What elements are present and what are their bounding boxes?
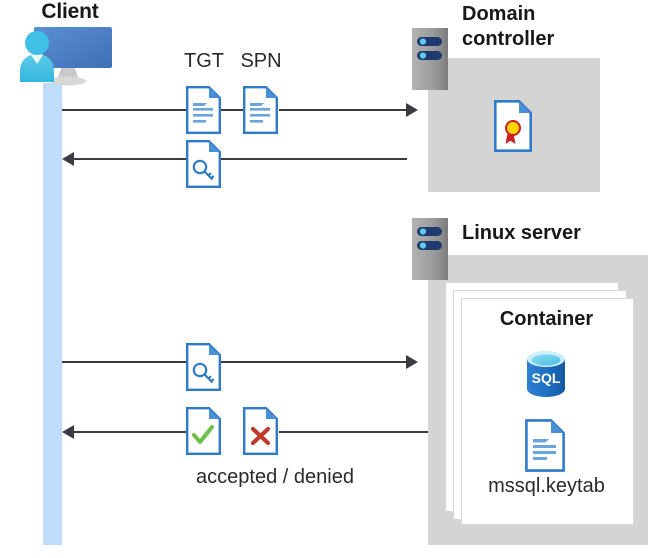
document-keytab-icon	[525, 419, 565, 477]
arrow-line-present-left	[62, 361, 186, 363]
client-label: Client	[41, 0, 99, 23]
arrowhead-present-right	[406, 355, 418, 369]
document-cross-icon	[243, 407, 278, 460]
domain-controller-title-line1: Domain	[462, 3, 536, 25]
linux-server-title: Linux server	[462, 222, 581, 244]
svg-text:SQL: SQL	[532, 370, 561, 386]
server-rack-icon-linux	[412, 218, 448, 285]
arrowhead-request-right	[406, 103, 418, 117]
container-card-front	[461, 298, 634, 525]
arrow-line-response-right	[221, 158, 407, 160]
document-key-icon-present	[186, 343, 221, 396]
document-check-icon	[186, 407, 221, 460]
document-key-icon-response	[186, 140, 221, 193]
tgt-label: TGT	[184, 50, 224, 72]
server-rack-icon-dc	[412, 28, 448, 95]
arrow-line-present-right	[221, 361, 407, 363]
arrow-line-request-mid	[221, 109, 243, 111]
container-title: Container	[499, 308, 594, 330]
document-spn-icon	[243, 86, 278, 139]
arrowhead-response-left	[62, 152, 74, 166]
arrow-line-result-left	[73, 431, 186, 433]
client-workstation-icon	[8, 22, 118, 90]
domain-controller-title: Domain controller	[462, 2, 652, 52]
arrowhead-result-left	[62, 425, 74, 439]
accepted-denied-caption: accepted / denied	[196, 466, 354, 488]
client-lifeline	[43, 83, 62, 545]
arrow-line-response-left	[73, 158, 186, 160]
keytab-filename-label: mssql.keytab	[488, 475, 605, 497]
certificate-icon	[494, 100, 532, 157]
domain-controller-title-line2: controller	[462, 28, 555, 50]
arrow-line-request-right	[279, 109, 407, 111]
document-tgt-icon	[186, 86, 221, 139]
arrow-line-request-left	[62, 109, 186, 111]
spn-label: SPN	[240, 50, 282, 72]
sql-database-icon: SQL	[524, 350, 568, 403]
arrow-line-result-right	[279, 431, 428, 433]
